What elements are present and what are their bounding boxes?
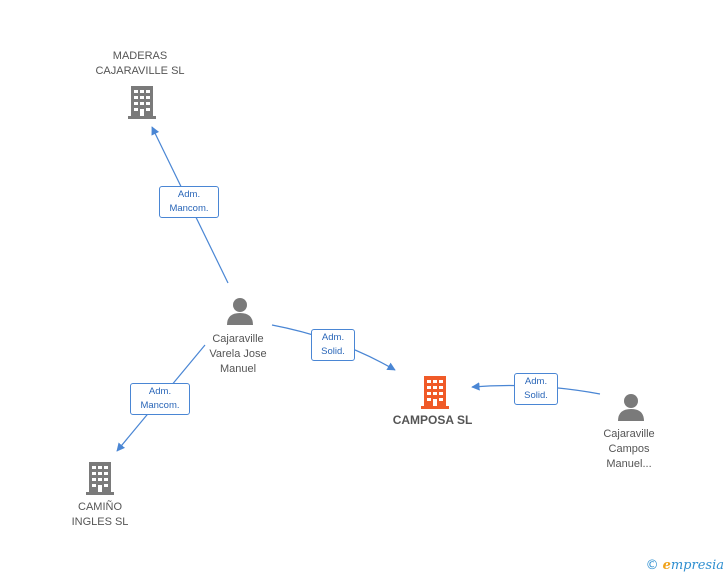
edge-label-varela-camino[interactable]: Adm. Mancom.: [130, 383, 190, 415]
edge-label-varela-maderas[interactable]: Adm. Mancom.: [159, 186, 219, 218]
person-icon[interactable]: [616, 392, 646, 422]
node-label-camposa[interactable]: CAMPOSA SL: [380, 413, 485, 428]
varela-name-line1: Cajaraville: [212, 333, 264, 345]
node-label-campos[interactable]: Cajaraville Campos Manuel...: [584, 427, 674, 472]
copyright-symbol: ©: [645, 558, 659, 573]
edge-role-line2: Solid.: [321, 346, 345, 357]
building-icon[interactable]: [419, 374, 451, 410]
campos-name-line1: Cajaraville: [603, 428, 655, 440]
node-label-varela[interactable]: Cajaraville Varela Jose Manuel: [188, 332, 288, 377]
edge-role-line2: Solid.: [524, 390, 548, 401]
maderas-name-line2: CAJARAVILLE SL: [95, 65, 185, 77]
campos-name-line2: Campos: [608, 443, 650, 455]
brand-e: e: [662, 558, 671, 573]
edge-label-varela-camposa[interactable]: Adm. Solid.: [311, 329, 355, 361]
maderas-name-line1: MADERAS: [112, 50, 168, 62]
camino-name-line1: CAMIÑO: [78, 501, 122, 513]
node-label-maderas[interactable]: MADERAS CAJARAVILLE SL: [80, 49, 200, 79]
varela-name-line3: Manuel: [219, 363, 257, 375]
person-icon[interactable]: [225, 296, 255, 326]
varela-name-line2: Varela Jose: [209, 348, 267, 360]
camino-name-line2: INGLES SL: [71, 516, 129, 528]
edge-label-campos-camposa[interactable]: Adm. Solid.: [514, 373, 558, 405]
edge-role-line1: Adm.: [177, 189, 201, 200]
brand-rest: mpresia: [670, 558, 724, 573]
empresia-watermark[interactable]: ©empresia: [646, 558, 724, 573]
building-icon[interactable]: [84, 460, 116, 496]
node-label-camino[interactable]: CAMIÑO INGLES SL: [50, 500, 150, 530]
camposa-name: CAMPOSA SL: [392, 413, 473, 427]
edge-role-line1: Adm.: [321, 332, 345, 343]
edge-role-line1: Adm.: [524, 376, 548, 387]
building-icon[interactable]: [126, 84, 158, 120]
edge-role-line1: Adm.: [148, 386, 172, 397]
campos-name-line3: Manuel...: [606, 458, 652, 470]
edge-role-line2: Mancom.: [140, 400, 180, 411]
edge-role-line2: Mancom.: [169, 203, 209, 214]
